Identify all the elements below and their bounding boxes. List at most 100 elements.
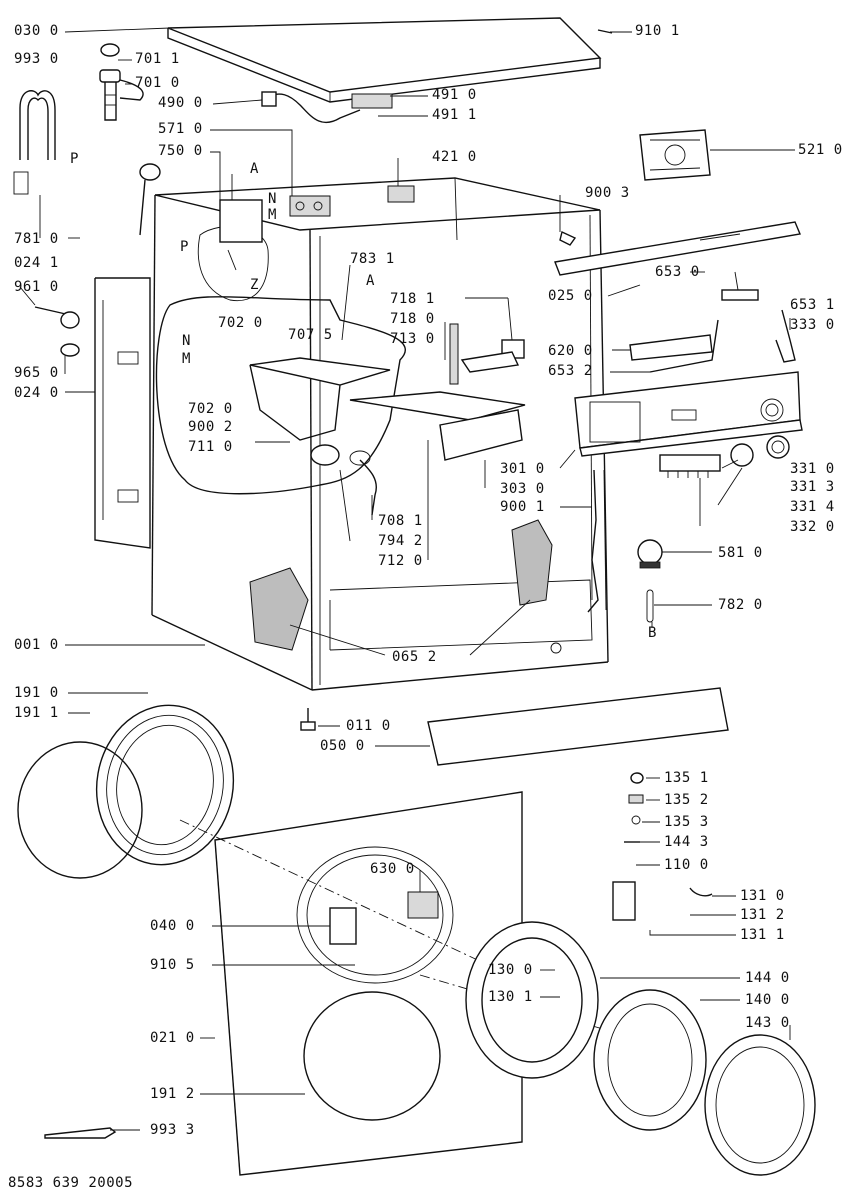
label-965-0: 965 0 [14,365,59,381]
door-outer-ring [704,1034,816,1176]
label-581-0: 581 0 [718,545,763,561]
label-961-0: 961 0 [14,279,59,295]
control-board [639,129,711,181]
label-331-4: 331 4 [790,499,835,515]
label-331-3: 331 3 [790,479,835,495]
label-130-1: 130 1 [488,989,533,1005]
label-001-0: 001 0 [14,637,59,653]
interlock [407,891,439,919]
label-782-0: 782 0 [718,597,763,613]
label-131-0: 131 0 [740,888,785,904]
label-N-1: N [268,191,277,207]
label-P-2: P [180,239,189,255]
label-701-0: 701 0 [135,75,180,91]
plinth [427,687,729,766]
label-191-2: 191 2 [150,1086,195,1102]
label-144-0: 144 0 [745,970,790,986]
label-A-1: A [250,161,259,177]
label-303-0: 303 0 [500,481,545,497]
label-143-0: 143 0 [745,1015,790,1031]
part-718-0 [460,351,520,373]
suppressor-491 [351,93,393,109]
label-707-5: 707 5 [288,327,333,343]
washer-135-3 [631,815,641,825]
label-781-0: 781 0 [14,231,59,247]
filter-750 [139,163,161,236]
label-021-0: 021 0 [150,1030,195,1046]
label-011-0: 011 0 [346,718,391,734]
control-rail [554,221,801,276]
label-653-0: 653 0 [655,264,700,280]
knob [766,435,790,459]
push-buttons [659,454,721,478]
tool-993-3 [44,1127,117,1139]
label-301-0: 301 0 [500,461,545,477]
label-332-0: 332 0 [790,519,835,535]
label-910-1: 910 1 [635,23,680,39]
label-783-1: 783 1 [350,251,395,267]
label-040-0: 040 0 [150,918,195,934]
label-131-2: 131 2 [740,907,785,923]
clip-900-3 [559,231,577,246]
relay-421 [387,185,415,203]
label-M-1: M [268,207,277,223]
insulation-pads [249,519,553,651]
label-024-0: 024 0 [14,385,59,401]
label-491-1: 491 1 [432,107,477,123]
label-794-2: 794 2 [378,533,423,549]
label-653-1: 653 1 [790,297,835,313]
foot [300,721,316,731]
hinge [329,907,357,945]
label-900-2: 900 2 [188,419,233,435]
label-653-2: 653 2 [548,363,593,379]
label-B: B [648,625,657,641]
rear-panel [94,277,151,549]
label-702-0-top: 702 0 [218,315,263,331]
wire-782 [646,589,654,623]
indicator-653-0 [721,289,759,301]
hose-993-0 [13,90,56,195]
label-135-3: 135 3 [664,814,709,830]
label-024-1: 024 1 [14,255,59,271]
inlet-valve [99,43,144,121]
label-712-0: 712 0 [378,553,423,569]
label-M-2: M [182,351,191,367]
dispenser-drawer [349,391,526,461]
label-713-0: 713 0 [390,331,435,347]
label-191-0: 191 0 [14,685,59,701]
screw-910-1 [597,29,613,34]
label-521-0: 521 0 [798,142,843,158]
label-630-0: 630 0 [370,861,415,877]
label-900-1: 900 1 [500,499,545,515]
door-glass [593,989,707,1131]
label-993-0: 993 0 [14,51,59,67]
spring-135-2 [628,794,644,804]
top-cover [167,17,602,103]
label-030-0: 030 0 [14,23,59,39]
label-490-0: 490 0 [158,95,203,111]
control-panel [574,371,803,457]
part-713 [449,323,459,385]
solenoid-valve [289,195,331,217]
label-910-5: 910 5 [150,957,195,973]
door-handle [612,881,713,921]
front-panel [179,791,641,1176]
label-571-0: 571 0 [158,121,203,137]
label-718-0: 718 0 [390,311,435,327]
leader-lines [19,27,795,1131]
label-708-1: 708 1 [378,513,423,529]
label-050-0: 050 0 [320,738,365,754]
door-seal [17,704,235,879]
label-421-0: 421 0 [432,149,477,165]
lamp-strip-653-2 [649,319,719,373]
label-065-2: 065 2 [392,649,437,665]
dispenser-callout-outline [155,296,406,495]
label-131-1: 131 1 [740,927,785,943]
pump-filter [34,306,80,357]
document-code: 8583 639 20005 [8,1175,134,1191]
harness-900-1 [587,469,599,613]
label-191-1: 191 1 [14,705,59,721]
pin-135-1 [630,772,644,784]
